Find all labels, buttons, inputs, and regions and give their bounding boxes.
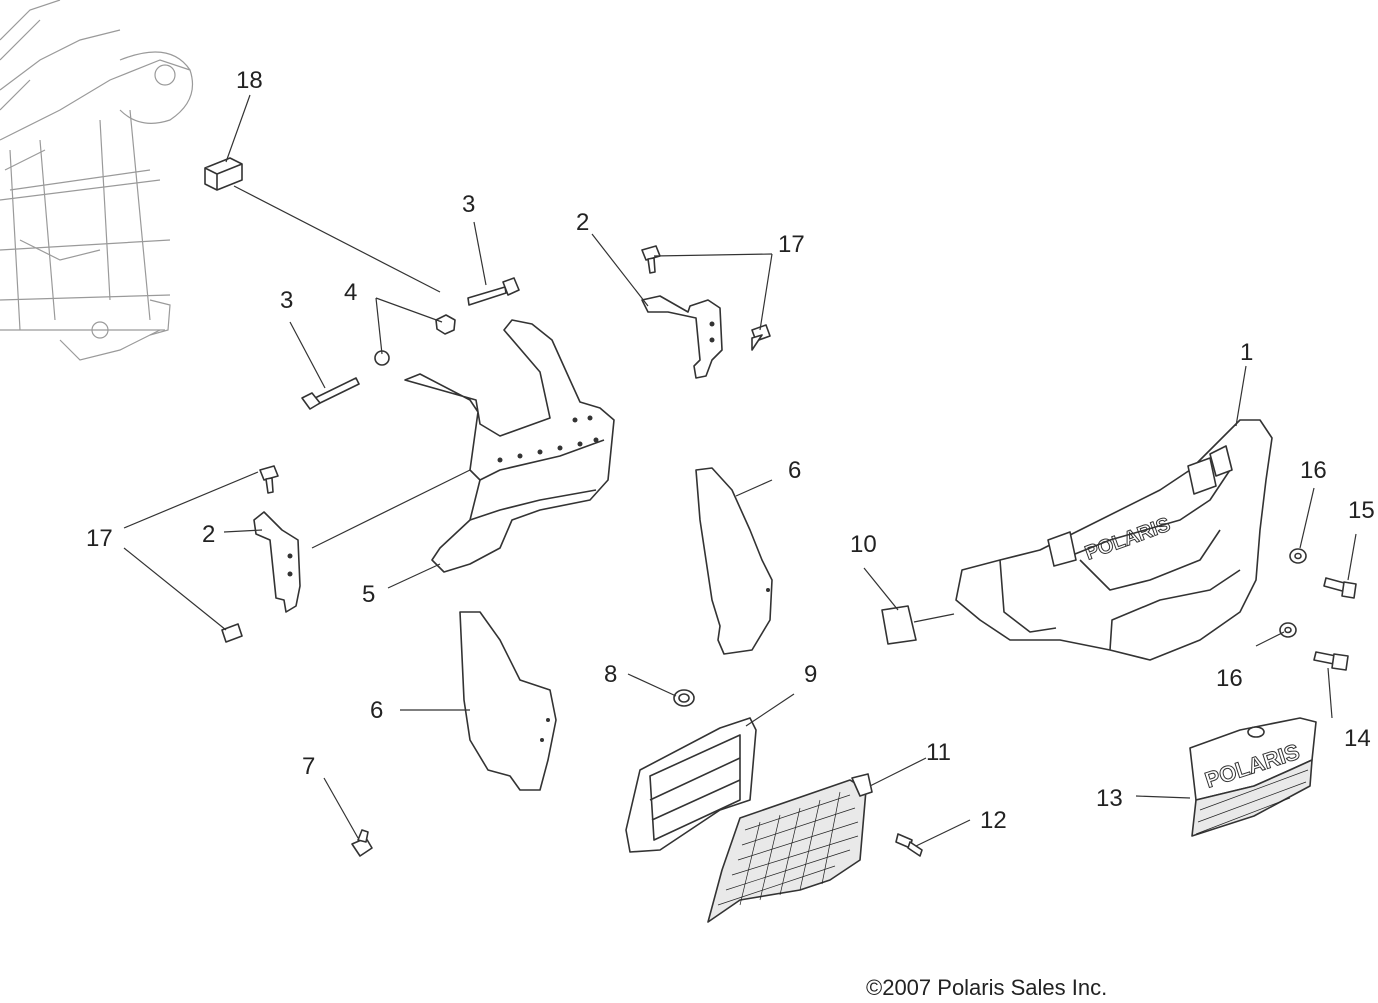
part-4-nut	[374, 314, 456, 366]
part-6-panel-center	[695, 467, 773, 655]
part-18-pad	[204, 157, 243, 191]
part-9-grille-frame	[625, 717, 757, 853]
callout-13: 13	[1096, 785, 1123, 812]
callout-3-upper: 3	[462, 191, 475, 218]
part-3-bolt-left	[301, 377, 360, 410]
callout-5: 5	[362, 581, 375, 608]
part-8-grommet	[673, 689, 695, 707]
leader-lines	[123, 94, 1357, 847]
callout-1: 1	[1240, 339, 1253, 366]
callout-6-center: 6	[788, 457, 801, 484]
part-13-logo-plate: POLARIS	[1189, 717, 1317, 837]
part-1-bumper-cover: POLARIS	[955, 419, 1273, 661]
callout-11: 11	[926, 739, 951, 766]
callout-9: 9	[804, 661, 817, 688]
copyright-notice: ©2007 Polaris Sales Inc.	[866, 975, 1108, 1000]
part-15-bolt	[1323, 577, 1357, 599]
callout-12: 12	[980, 807, 1007, 834]
callout-14: 14	[1344, 725, 1371, 752]
part-11-mesh	[707, 773, 873, 923]
callout-labels: 18 3 2 17 3 4 1 6 16 15 17 2 10 5 8 9 16…	[86, 67, 1375, 834]
callout-17-lower: 17	[86, 525, 113, 552]
part-12-screw	[895, 833, 923, 857]
callout-3-left: 3	[280, 287, 293, 314]
callout-8: 8	[604, 661, 617, 688]
part-17-fastener-lower	[221, 465, 279, 643]
callout-16-upper: 16	[1300, 457, 1327, 484]
part-3-bolt-upper	[467, 277, 520, 306]
callout-16-lower: 16	[1216, 665, 1243, 692]
callout-2-upper: 2	[576, 209, 589, 236]
part-16-washer	[1279, 548, 1307, 638]
part-6-panel-left	[459, 611, 557, 791]
part-5-bumper-frame	[404, 319, 615, 573]
callout-7: 7	[302, 753, 315, 780]
part-14-bolt	[1313, 651, 1349, 671]
callout-6-left: 6	[370, 697, 383, 724]
callout-18: 18	[236, 67, 263, 94]
callout-17-upper: 17	[778, 231, 805, 258]
vehicle-frame	[0, 0, 194, 361]
part-7-screw	[351, 829, 373, 857]
callout-10: 10	[850, 531, 877, 558]
part-10-decal	[881, 605, 917, 645]
callout-15: 15	[1348, 497, 1375, 524]
part-17-fastener-upper	[641, 245, 771, 351]
part-2-bracket-upper	[641, 295, 723, 379]
callout-4: 4	[344, 279, 357, 306]
callout-2-lower: 2	[202, 521, 215, 548]
part-2-bracket-lower	[253, 511, 301, 613]
